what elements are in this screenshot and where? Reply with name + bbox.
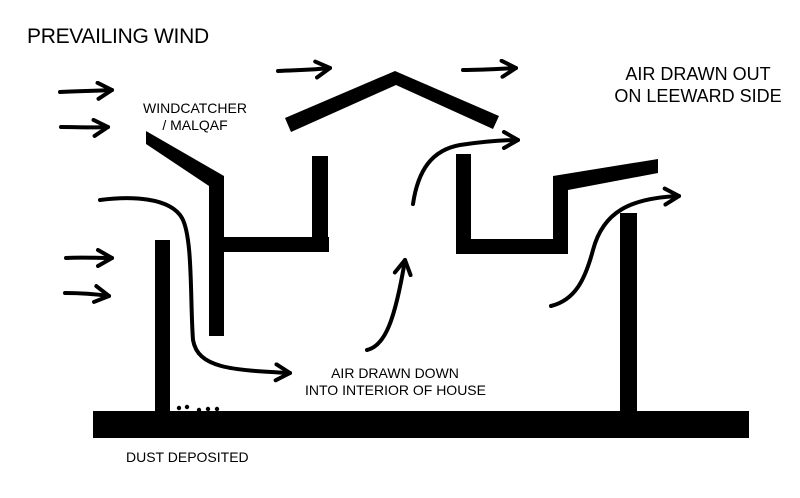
interior-label-line2: INTO INTERIOR OF HOUSE xyxy=(305,381,486,398)
wind-arrow-4 xyxy=(63,284,111,304)
dust-label: DUST DEPOSITED xyxy=(126,449,249,465)
wind-arrow-1 xyxy=(58,80,114,101)
leeward-label: AIR DRAWN OUT ON LEEWARD SIDE xyxy=(608,64,788,107)
floor-slab xyxy=(93,411,749,438)
dust-dots xyxy=(176,404,220,413)
air-out-center-arrow xyxy=(411,130,520,206)
right-tower-left-wall xyxy=(456,154,471,254)
windcatcher-label: WINDCATCHER / MALQAF xyxy=(140,100,250,134)
windcatcher-label-line1: WINDCATCHER xyxy=(143,100,247,116)
diagram-title: PREVAILING WIND xyxy=(27,25,209,48)
leeward-label-line1: AIR DRAWN OUT xyxy=(625,64,771,84)
right-tower-base xyxy=(456,239,568,254)
roof xyxy=(285,71,499,132)
windcatcher-label-line2: / MALQAF xyxy=(162,116,228,133)
interior-label: AIR DRAWN DOWN INTO INTERIOR OF HOUSE xyxy=(305,365,486,399)
right-outer-wall xyxy=(620,213,637,413)
air-out-leeward-arrow xyxy=(549,186,681,308)
air-up-flow-arrow xyxy=(365,258,413,352)
windcatcher-base xyxy=(209,237,329,252)
wind-arrow-roof-left xyxy=(276,59,332,80)
left-outer-wall xyxy=(155,240,170,415)
air-down-flow-arrow xyxy=(98,196,292,383)
windcatcher-right-wall xyxy=(312,156,328,252)
leeward-label-line2: ON LEEWARD SIDE xyxy=(614,85,782,106)
windcatcher-scoop xyxy=(146,131,224,336)
interior-label-line1: AIR DRAWN DOWN xyxy=(331,365,459,381)
right-tower-outlet xyxy=(553,159,658,254)
wind-arrow-roof-right xyxy=(461,58,518,79)
